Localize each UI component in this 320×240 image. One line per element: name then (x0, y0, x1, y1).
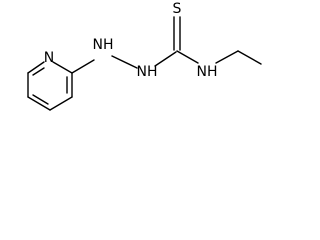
ring-bond-c4-c5 (27, 96, 51, 111)
bond-ring-to-nh (71, 59, 95, 74)
ring-double-bond-c4-c5 (32, 94, 49, 105)
bond-carbon-to-nh (176, 50, 199, 64)
atom-label-thioamide-nh: NH (197, 64, 218, 80)
atom-label-hydrazine-nh-right: NH (137, 64, 158, 80)
chemical-structure-diagram: N NH NH NH S (27, 1, 262, 111)
bond-nh-to-ch2 (215, 50, 239, 64)
bond-nh-to-carbon (154, 51, 177, 67)
atom-label-ring-n: N (44, 50, 54, 66)
atom-label-hydrazine-nh-left: NH (93, 37, 114, 53)
ring-bond-n1-c2 (52, 61, 73, 74)
ring-bond-c6-n1 (27, 61, 45, 74)
ring-bond-c3-c4 (49, 96, 73, 111)
ring-double-bond-c6-n1 (32, 67, 45, 76)
bond-ch2-to-ch3 (237, 50, 262, 65)
atom-label-sulfur: S (173, 1, 182, 17)
bond-nh-nh (111, 55, 138, 69)
